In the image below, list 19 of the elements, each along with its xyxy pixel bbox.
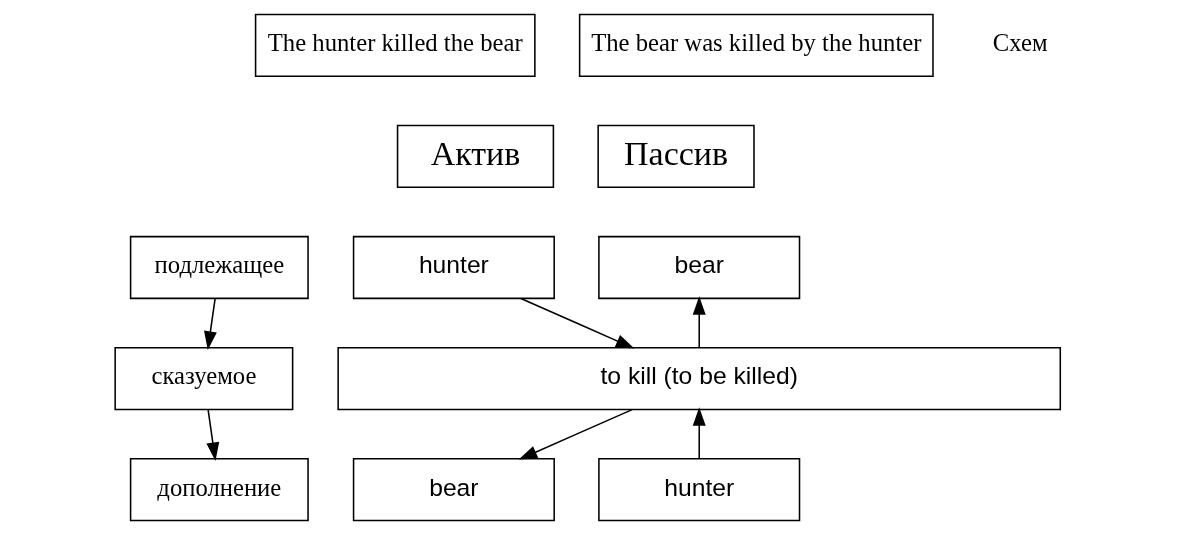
node-box: bear	[598, 235, 801, 300]
node-box: сказуемое	[114, 346, 294, 411]
label: Схем	[992, 29, 1048, 57]
arrow	[692, 407, 706, 460]
arrow	[204, 297, 217, 350]
node-box: hunter	[352, 235, 555, 300]
arrow	[692, 296, 706, 349]
node-box: The bear was killed by the hunter	[578, 13, 934, 77]
node-box: to kill (to be killed)	[337, 346, 1062, 411]
node-box: подлежащее	[129, 235, 309, 300]
node-box: hunter	[598, 458, 801, 522]
node-box: The hunter killed the bear	[254, 13, 536, 77]
node-box: Актив	[396, 124, 555, 189]
node-box: bear	[352, 458, 555, 522]
node-box: Пассив	[597, 124, 755, 189]
arrow	[520, 297, 635, 349]
arrow	[206, 408, 220, 461]
node-box: дополнение	[129, 458, 309, 522]
arrow	[518, 408, 633, 460]
